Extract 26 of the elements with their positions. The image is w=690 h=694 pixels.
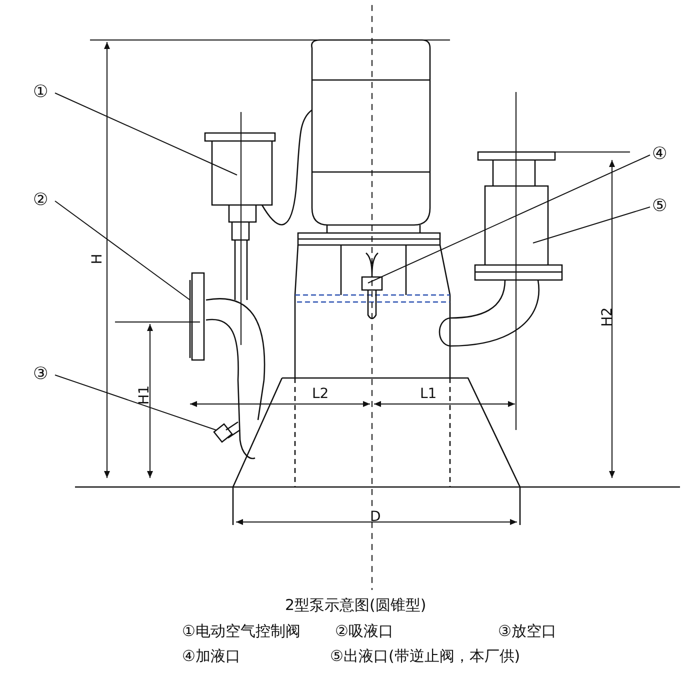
dimension-label: H2 (600, 307, 615, 327)
leader-line (532, 206, 650, 244)
callout-number: ⑤ (652, 198, 668, 215)
outlet-valve-drawing (438, 151, 563, 347)
fill-port-drawing (361, 252, 383, 320)
suction-flange-drawing (189, 272, 266, 381)
callout-number: ② (33, 192, 48, 209)
leader-line (54, 92, 238, 176)
legend-item: ④加液口 (182, 649, 240, 664)
legend-item: ⑤出液口(带逆止阀，本厂供) (330, 649, 520, 664)
callout-number: ③ (33, 366, 48, 383)
dimension-label: H1 (138, 385, 152, 405)
legend-item: ③放空口 (498, 624, 556, 639)
drain-plug-drawing (213, 421, 241, 443)
dimension-label: L1 (420, 387, 437, 401)
legend-item: ①电动空气控制阀 (182, 624, 300, 639)
legend-item: ②吸液口 (335, 624, 394, 639)
leader-line (54, 200, 190, 300)
callout-number: ① (33, 84, 48, 101)
dimension-label: L2 (312, 387, 329, 401)
dimension-label: H (90, 254, 104, 264)
control-valve-drawing (204, 132, 276, 301)
callout-number: ④ (652, 146, 668, 163)
leader-line (368, 154, 650, 284)
leader-line (54, 374, 216, 430)
caption: 2型泵示意图(圆锥型) (285, 598, 426, 613)
